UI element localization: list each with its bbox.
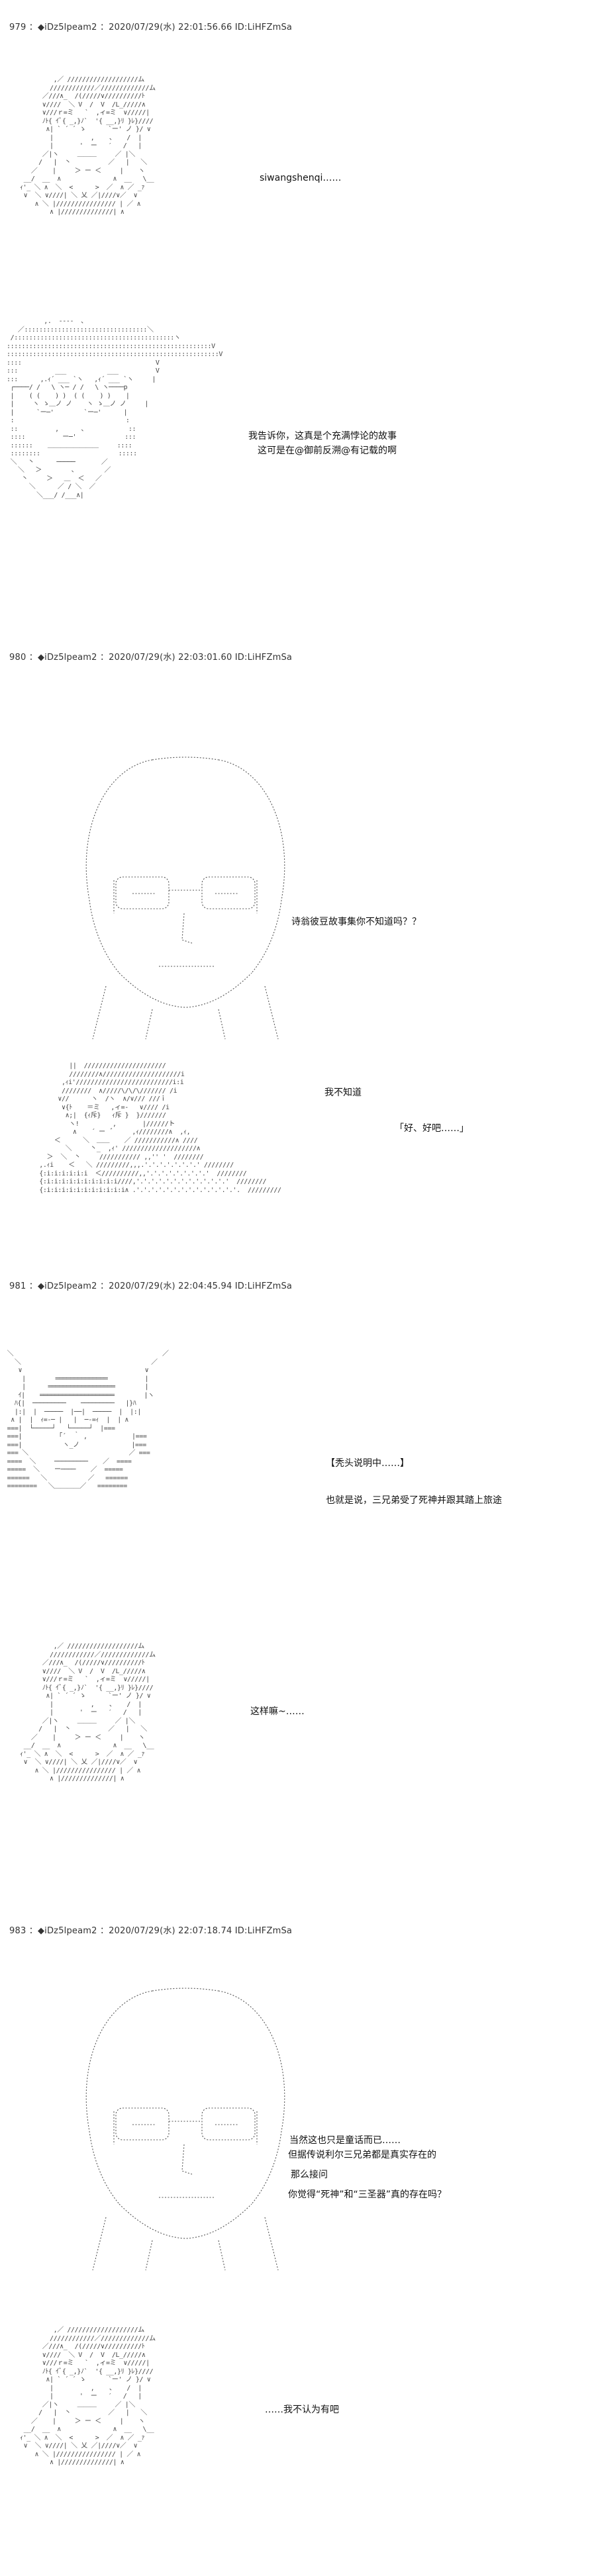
dialog-line: 当然这也只是童话而已……: [289, 2135, 401, 2146]
bald-face-drawing: [85, 757, 285, 1040]
dialog-box: 我不知道: [324, 1085, 362, 1100]
dialog-box: 我告诉你，这真是个充满悖论的故事 这可是在@御前反溯@有记载的啊: [248, 429, 397, 458]
post-header: 981 ：◆iDz5lpeam2 ：2020/07/29(水) 22:04:45…: [9, 1281, 293, 1291]
dialog-line: 我不知道: [324, 1087, 362, 1098]
post-header: 980 ：◆iDz5lpeam2 ：2020/07/29(水) 22:03:01…: [9, 653, 293, 663]
ascii-art-character-a: ,／ ///////////////////ム ////////////／///…: [20, 76, 156, 216]
dialog-box: siwangshenqi……: [260, 171, 341, 185]
ascii-art-character-a-shocked: || ////////////////////// ////////∧/////…: [39, 1062, 281, 1194]
post-header: 983 ：◆iDz5lpeam2 ：2020/07/29(水) 22:07:18…: [9, 1926, 293, 1936]
post-header: 979 ：◆iDz5lpeam2 ：2020/07/29(水) 22:01:56…: [9, 23, 293, 32]
dialog-box: 诗翁彼豆故事集你不知道吗？？: [291, 915, 421, 929]
dialog-line: 但据传说利尔三兄弟都是真实存在的: [288, 2150, 436, 2160]
dialog-line: 这样嘛~……: [250, 1706, 305, 1717]
ascii-art-character-a-doubtful: ,／ ///////////////////ム ////////////／///…: [20, 2326, 156, 2466]
dialog-line: 「好、好吧……」: [395, 1123, 469, 1134]
dialog-box: ……我不认为有吧: [265, 2403, 339, 2417]
dialog-line: 那么接问: [291, 2170, 328, 2180]
dialog-line: 诗翁彼豆故事集你不知道吗？？: [291, 917, 421, 927]
dialog-box: 这样嘛~……: [250, 1704, 305, 1719]
bald-character-face: [66, 755, 305, 1046]
dialog-line: 【秃头说明中……】: [326, 1458, 409, 1469]
ascii-art-character-b: ,. -‐‐‐ ､ ／:::::::::::::::::::::::::::::…: [7, 318, 222, 499]
bald-face-drawing: [85, 1988, 285, 2271]
dialog-box: 当然这也只是童话而已…… 但据传说利尔三兄弟都是真实存在的 那么接问 你觉得“死…: [288, 2133, 446, 2202]
dialog-box: 「好、好吧……」: [395, 1121, 469, 1136]
dialog-line: siwangshenqi……: [260, 173, 342, 183]
dialog-box: 【秃头说明中……】: [326, 1456, 409, 1471]
dialog-box: 也就是说，三兄弟受了死神并跟其踏上旅途: [326, 1493, 502, 1508]
dialog-line: 你觉得“死神”和“三圣器”真的存在吗？: [288, 2189, 447, 2200]
bald-character-face: [66, 1986, 305, 2277]
ascii-art-bald-character-closeup: ＼ ／ ＼ ／ ∨ ∨ | ══════════════ | | ═══════…: [7, 1350, 169, 1490]
dialog-line: 也就是说，三兄弟受了死神并跟其踏上旅途: [326, 1495, 502, 1506]
dialog-line: 这可是在@御前反溯@有记载的啊: [258, 445, 397, 456]
ascii-art-character-a-calm: ,／ ///////////////////ム ////////////／///…: [20, 1643, 156, 1782]
dialog-line: ……我不认为有吧: [265, 2405, 339, 2415]
dialog-line: 我告诉你，这真是个充满悖论的故事: [248, 431, 397, 441]
